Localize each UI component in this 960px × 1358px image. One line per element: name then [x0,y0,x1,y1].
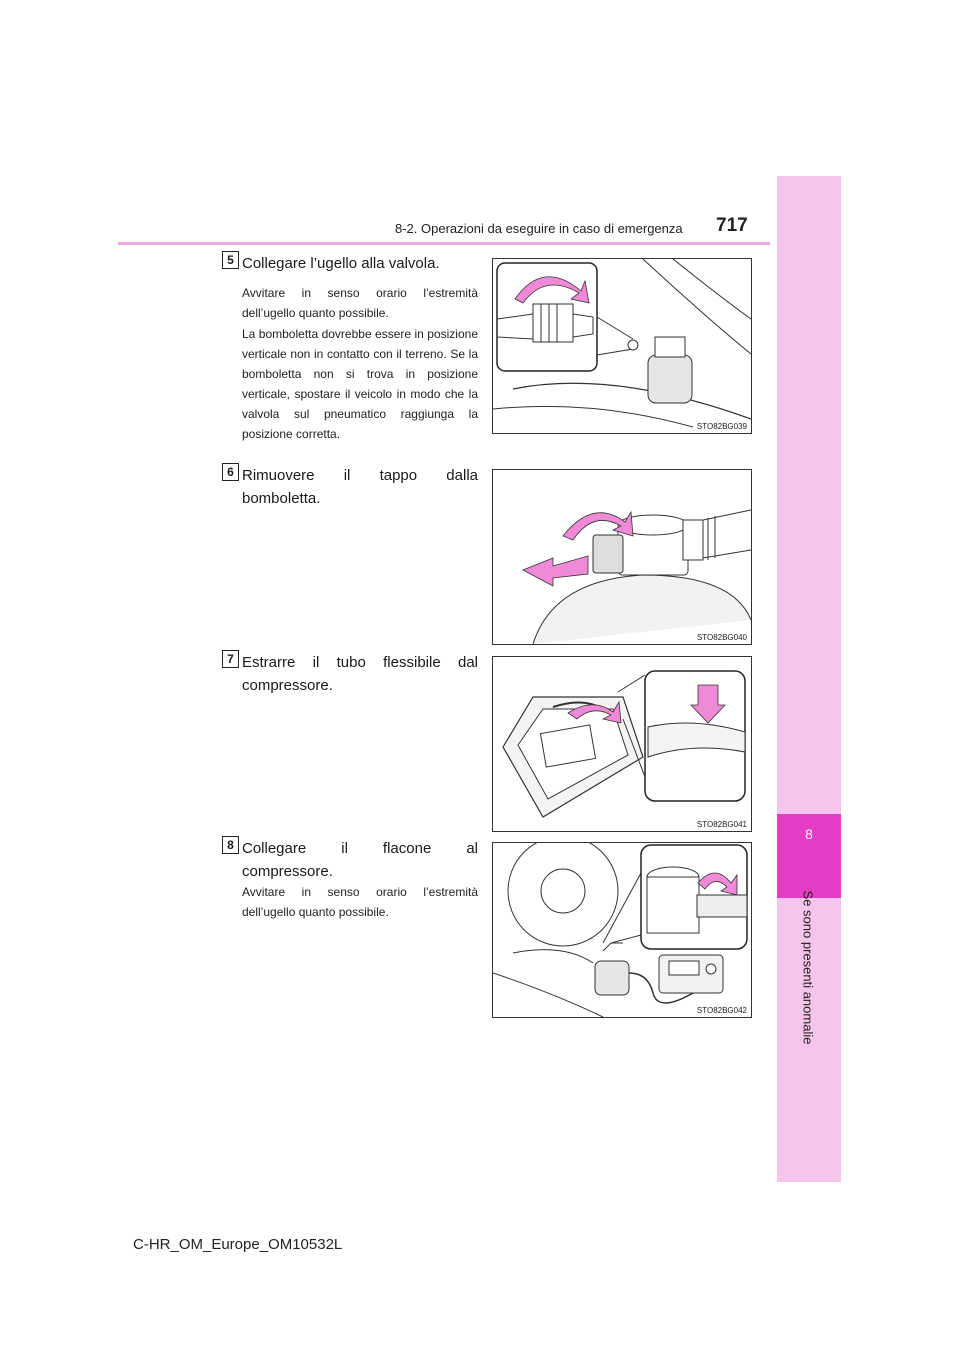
illustration-code: STO82BG041 [695,820,748,829]
chapter-number: 8 [805,826,813,842]
illustration-nozzle-to-valve: STO82BG039 [492,258,752,434]
step-number-badge: 6 [222,463,239,481]
page-number: 717 [716,215,748,236]
step-number-badge: 7 [222,650,239,668]
illustration-extract-hose: STO82BG041 [492,656,752,832]
step-number-badge: 5 [222,251,239,269]
section-heading: 8-2. Operazioni da eseguire in caso di e… [395,221,683,236]
chapter-number-tab[interactable] [777,814,841,898]
illustration-remove-cap: STO82BG040 [492,469,752,645]
rotate-arrow-icon [514,276,590,304]
rotate-arrow-icon [697,872,738,896]
illustration-code: STO82BG039 [695,422,748,431]
illustration-connect-bottle: STO82BG042 [492,842,752,1018]
rotate-arrow-icon [562,510,634,541]
document-id: C-HR_OM_Europe_OM10532L [133,1236,343,1253]
step-title: Rimuovere il tappo dalla bomboletta. [242,467,478,507]
illustration-code: STO82BG040 [695,633,748,642]
step-title: Collegare il flacone al compressore. [242,840,478,880]
step-number-badge: 8 [222,836,239,854]
step-paragraph: La bomboletta dovrebbe essere in posizio… [242,327,478,441]
illustration-code: STO82BG042 [695,1006,748,1015]
step-title: Collegare l’ugello alla valvola. [242,255,440,272]
chapter-side-tab [777,176,841,1182]
step-paragraph: Avvitare in senso orario l’estremità del… [242,885,478,919]
pull-arrow-icon [522,555,589,587]
chapter-title: Se sono presenti anomalie [800,890,816,1045]
step-title: Estrarre il tubo flessibile dal compress… [242,654,478,694]
rotate-arrow-icon [567,700,622,724]
header-rule [118,242,770,245]
step-paragraph: Avvitare in senso orario l’estremità del… [242,286,478,320]
push-down-arrow-icon [690,684,726,724]
